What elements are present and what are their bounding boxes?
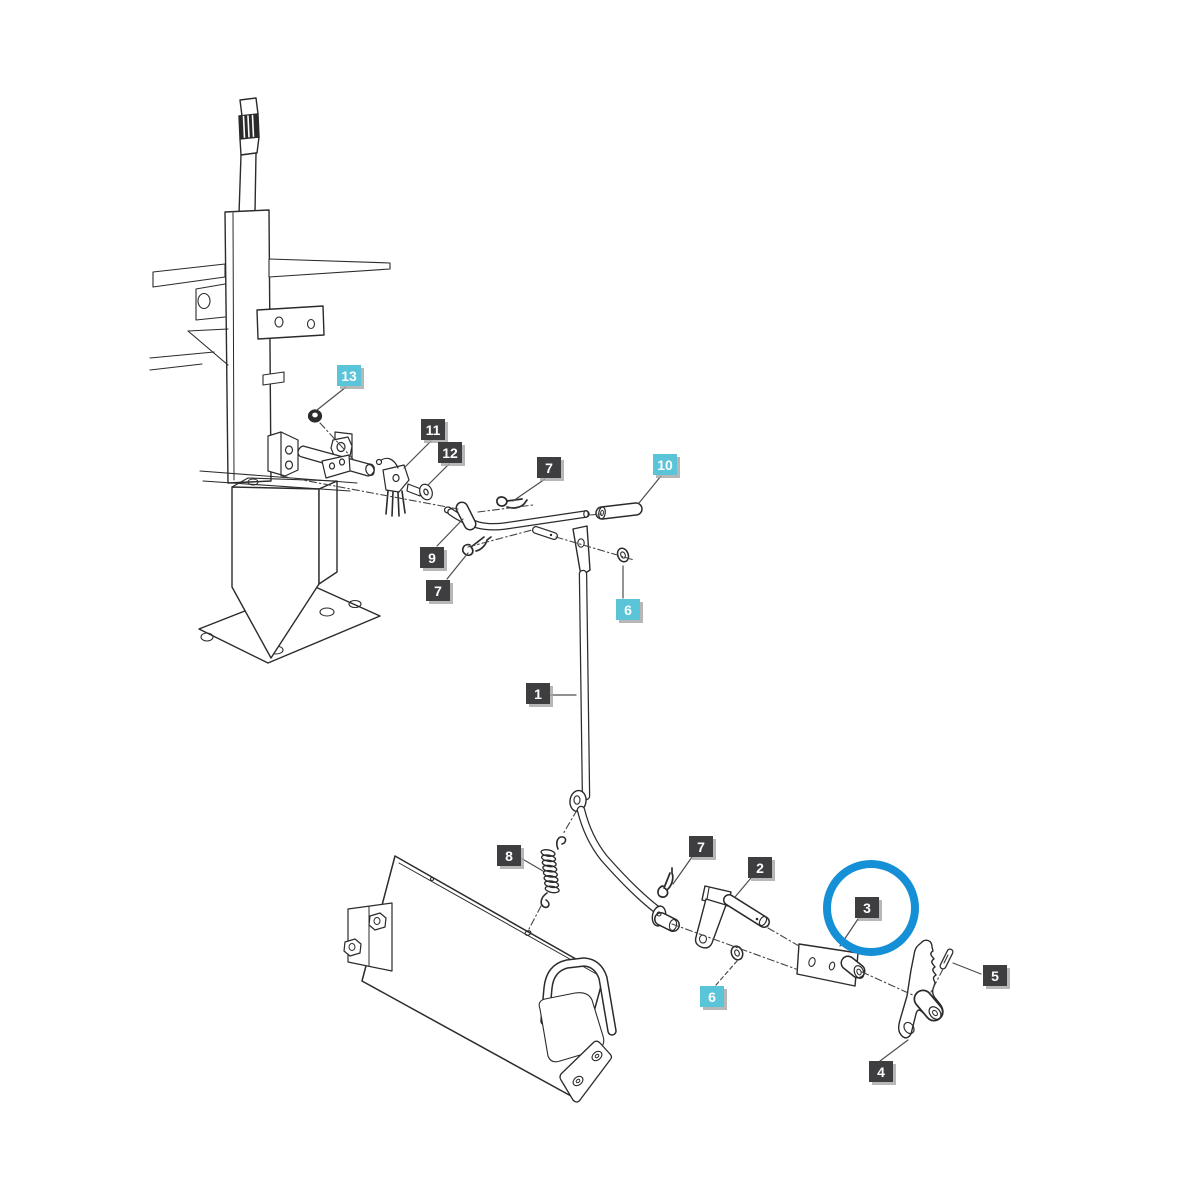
part-callout-12[interactable]: 12	[438, 442, 462, 463]
part-callout-10[interactable]: 10	[653, 454, 677, 475]
part-callout-1[interactable]: 1	[526, 683, 550, 704]
highlight-circle	[823, 860, 919, 956]
part-callout-5[interactable]: 5	[983, 965, 1007, 986]
part-callout-9[interactable]: 9	[420, 547, 444, 568]
part-callout-3[interactable]: 3	[855, 897, 879, 918]
r-clip-pin-7c	[657, 867, 674, 898]
part-callout-6b[interactable]: 6	[700, 986, 724, 1007]
floor-panel	[343, 855, 617, 1103]
spring-part-8	[540, 836, 567, 909]
part-callout-7a[interactable]: 7	[537, 457, 561, 478]
bolt-part-12	[406, 483, 433, 501]
pedestal-base	[198, 470, 381, 664]
clevis-pin-part-2	[694, 885, 770, 949]
nut-part-13	[307, 409, 323, 423]
r-clip-pin-7b	[461, 536, 492, 557]
part-callout-8[interactable]: 8	[497, 845, 521, 866]
steering-column	[149, 97, 391, 484]
part-callout-4[interactable]: 4	[869, 1061, 893, 1082]
serrated-lever-part-4	[897, 939, 944, 1039]
switch-lever-part-11	[375, 457, 410, 517]
part-callout-7b[interactable]: 7	[426, 580, 450, 601]
part-callout-6a[interactable]: 6	[616, 599, 640, 620]
bracket-plate-part-3	[796, 943, 866, 987]
mount-bracket-hardware	[267, 409, 433, 517]
part-callout-2[interactable]: 2	[748, 857, 772, 878]
throttle-rod-assembly	[443, 496, 643, 563]
part-callout-13[interactable]: 13	[337, 365, 361, 386]
handle-grip-part-10	[595, 502, 643, 520]
washer-part-6b	[730, 945, 744, 961]
roll-pin-part-5	[939, 948, 954, 970]
part-callout-7c[interactable]: 7	[689, 836, 713, 857]
part-callout-11[interactable]: 11	[421, 419, 445, 440]
assembly-axis-lines	[280, 422, 944, 997]
control-rod-part-1	[569, 525, 680, 932]
callout-leader-lines	[316, 386, 982, 1062]
